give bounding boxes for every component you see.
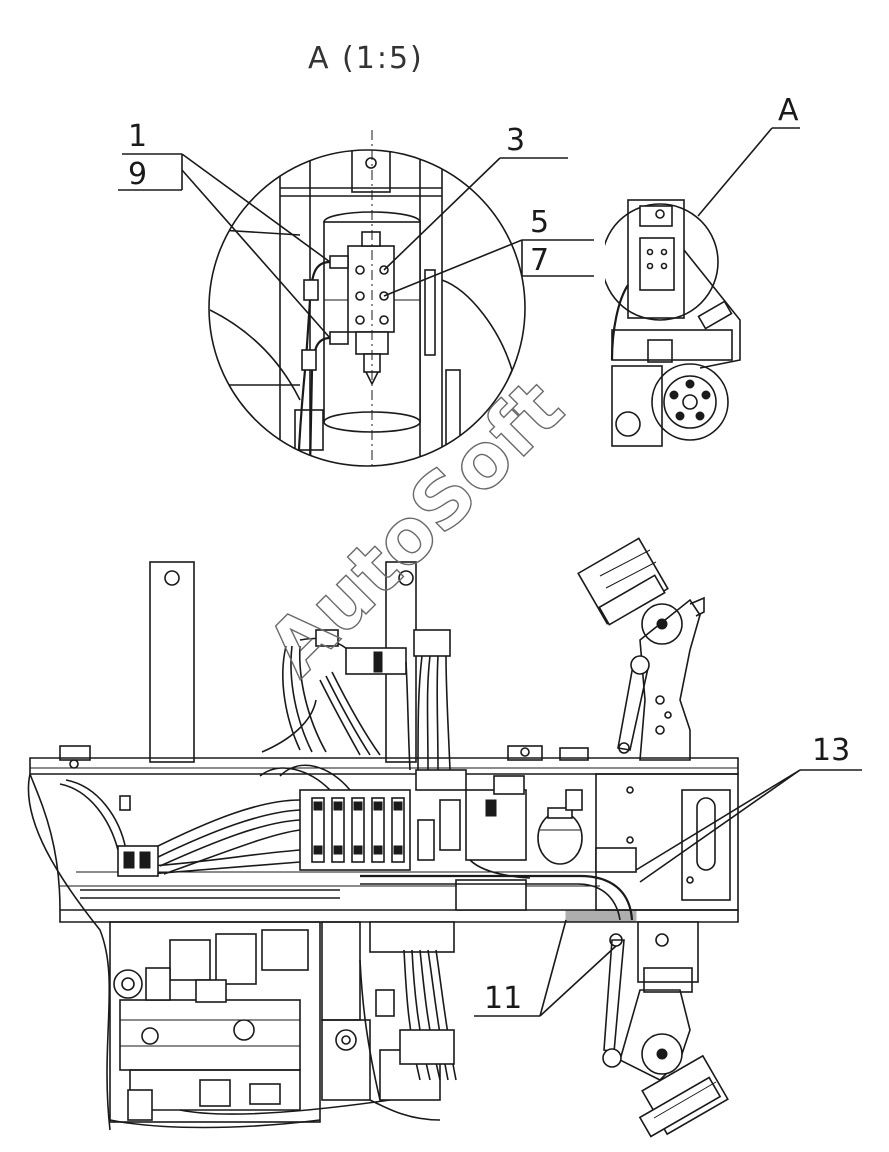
side-view-reference <box>605 199 741 447</box>
callout-letter-a: A <box>778 93 799 128</box>
detail-circle <box>208 149 526 467</box>
accumulator <box>537 811 583 865</box>
center-components <box>415 769 637 911</box>
detail-view-a <box>208 130 526 468</box>
label-11: 11 <box>484 981 522 1016</box>
hatched-section <box>565 909 637 923</box>
pump-housing <box>321 1019 371 1101</box>
upper-hose-bundle <box>261 629 451 771</box>
upper-frame-rail <box>29 757 739 775</box>
upper-arm-assembly <box>577 537 705 761</box>
label-13: 13 <box>812 733 850 768</box>
lower-hose-bundle <box>359 921 457 1121</box>
left-post <box>149 561 195 763</box>
label-1: 1 <box>128 119 147 154</box>
label-3: 3 <box>506 123 525 158</box>
view-title: A (1:5) <box>308 41 424 76</box>
label-5: 5 <box>530 205 549 240</box>
right-housing <box>595 773 739 911</box>
left-hose-bundle <box>59 764 351 877</box>
valve-bank <box>299 789 411 871</box>
main-assembly-view <box>27 537 739 1138</box>
main-leader-lines <box>474 769 862 1017</box>
engine-block <box>109 921 391 1129</box>
label-9: 9 <box>128 157 147 192</box>
label-7: 7 <box>530 243 549 278</box>
leader-lines <box>118 127 800 339</box>
lower-arm-assembly <box>602 921 729 1138</box>
